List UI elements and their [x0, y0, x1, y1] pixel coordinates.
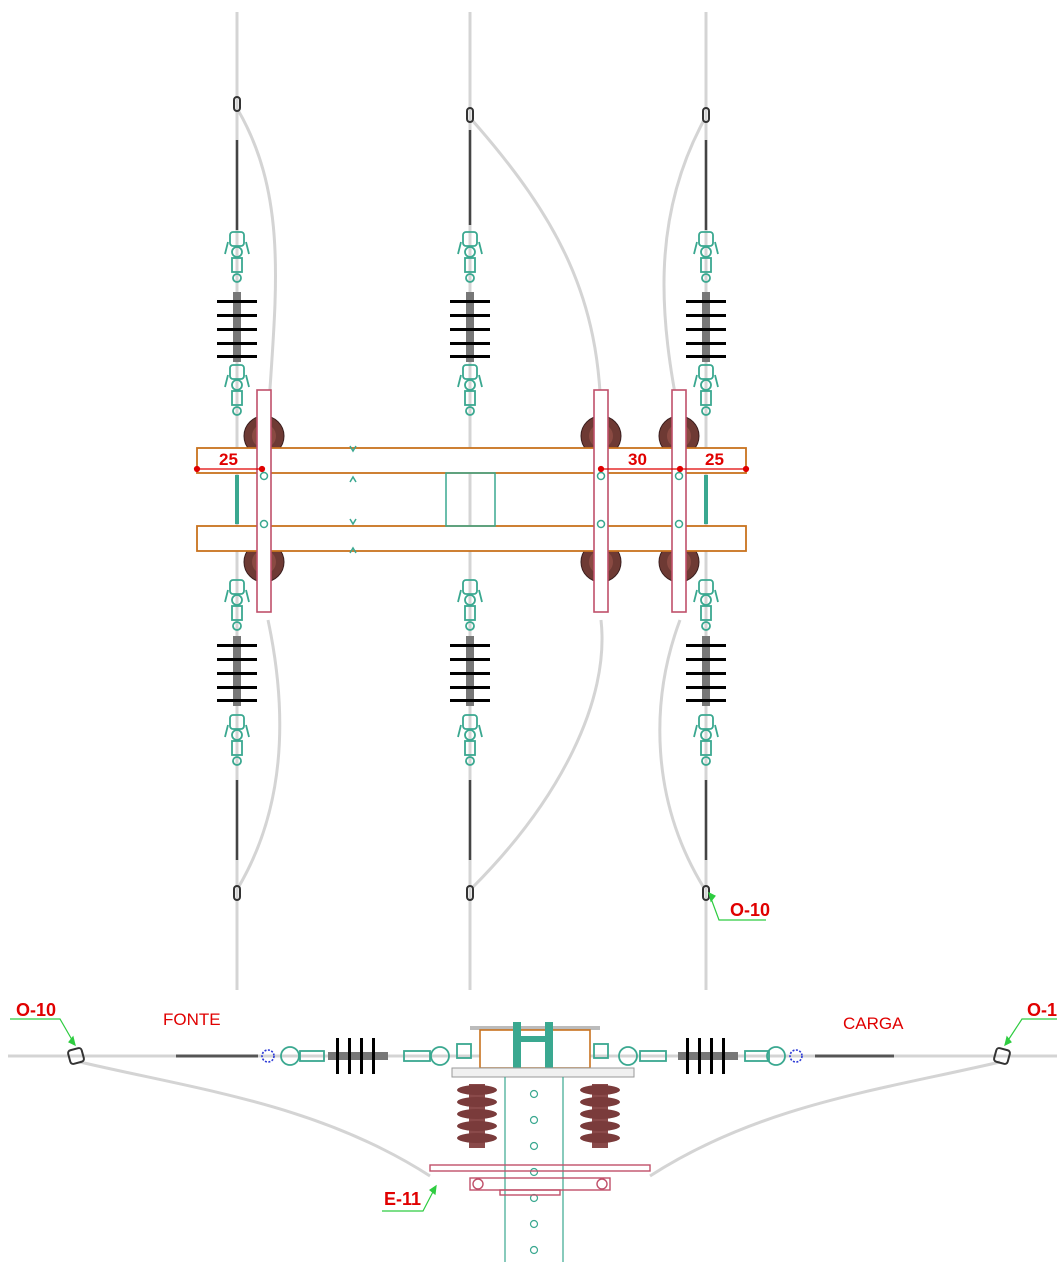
callout-leader-bottom — [382, 1184, 437, 1212]
post-insulators — [457, 1084, 620, 1148]
dimension-lines — [193, 465, 750, 473]
fonte-label: FONTE — [163, 1010, 221, 1029]
phase-conductors — [235, 12, 708, 990]
dimension-left: 25 — [219, 450, 238, 469]
callout-label-left: O-10 — [16, 1000, 56, 1020]
carga-label: CARGA — [843, 1014, 904, 1033]
callout-label-plan: O-10 — [730, 900, 770, 920]
switch-blades — [256, 389, 687, 613]
elevation-view: FONTE CARGA O-10 O-10 E-11 — [8, 1000, 1057, 1262]
callout-leader-left — [10, 1018, 76, 1047]
switch-head — [451, 1022, 635, 1078]
insulators-lower — [217, 636, 726, 706]
elevation-hardware — [280, 1043, 786, 1066]
insulators-upper — [217, 292, 726, 362]
callout-label-bottom: E-11 — [384, 1189, 421, 1209]
callout-leader-right — [1004, 1018, 1057, 1047]
eye-bolts — [261, 1049, 803, 1063]
plan-view: 25 30 25 O-10 — [193, 12, 770, 990]
dimension-middle: 30 — [628, 450, 647, 469]
crossarms — [196, 447, 747, 552]
jumper-conductors — [236, 109, 706, 890]
callout-leader-plan — [708, 891, 766, 921]
pole — [504, 1077, 564, 1262]
operating-mechanism — [429, 1164, 651, 1196]
elevation-dead-end-clamps — [67, 1047, 1011, 1065]
callout-label-right: O-10 — [1027, 1000, 1057, 1020]
dimension-right: 25 — [705, 450, 724, 469]
dark-cable-sections — [235, 130, 708, 860]
center-mount-plate — [235, 445, 708, 554]
blade-pivots — [259, 471, 684, 529]
